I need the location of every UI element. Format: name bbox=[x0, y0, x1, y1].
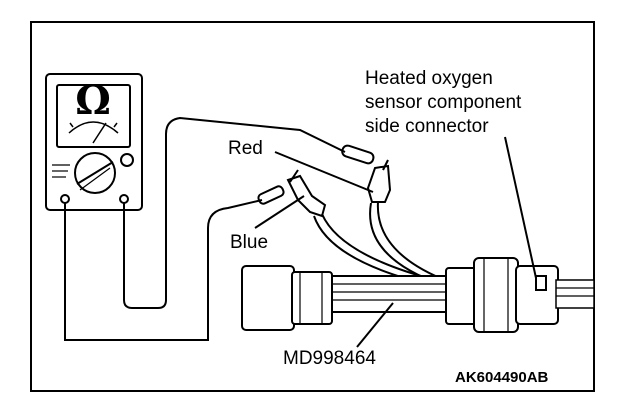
range-dial bbox=[74, 152, 116, 194]
meter-socket-v bbox=[119, 194, 129, 204]
multimeter bbox=[45, 73, 143, 211]
label-blue: Blue bbox=[230, 232, 268, 253]
label-connector-line1: Heated oxygen bbox=[365, 68, 493, 89]
meter-socket-com bbox=[60, 194, 70, 204]
left-connector bbox=[241, 265, 295, 331]
harness-tool bbox=[241, 257, 595, 333]
probe-right bbox=[341, 144, 375, 165]
ohm-symbol: Ω bbox=[75, 77, 111, 124]
harness-wires bbox=[329, 275, 449, 313]
figure-code: AK604490AB bbox=[455, 369, 549, 386]
clip-blue bbox=[286, 174, 327, 218]
probe-left bbox=[257, 185, 285, 205]
adjust-knob bbox=[120, 153, 134, 167]
label-connector-line2: sensor component bbox=[365, 92, 522, 113]
right-connector bbox=[445, 267, 477, 325]
meter-needle bbox=[92, 122, 107, 144]
lead-right bbox=[123, 116, 346, 309]
lead-left bbox=[64, 199, 263, 341]
clip-red bbox=[366, 164, 392, 203]
meter-display bbox=[56, 84, 131, 148]
label-connector-line3: side connector bbox=[365, 116, 489, 137]
leader-lines bbox=[254, 136, 537, 348]
label-red: Red bbox=[228, 138, 263, 159]
diagram-frame bbox=[30, 21, 595, 392]
label-tool: MD998464 bbox=[283, 348, 376, 369]
alligator-clips bbox=[286, 159, 392, 218]
sensor-side-connector bbox=[515, 265, 559, 325]
jumper-wires bbox=[313, 201, 441, 287]
meter-scale-arc bbox=[68, 121, 119, 134]
test-leads bbox=[64, 116, 375, 341]
